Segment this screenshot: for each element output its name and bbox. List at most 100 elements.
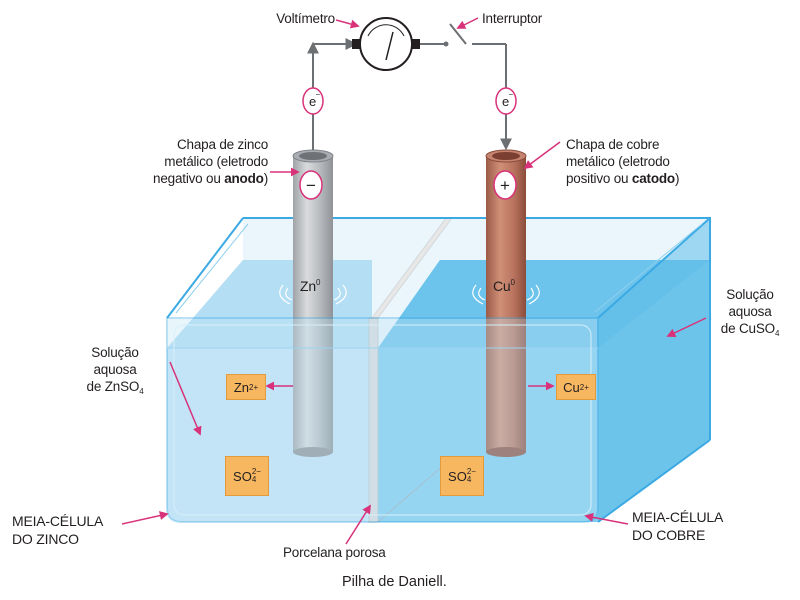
- tank-rim-left: [166, 217, 244, 319]
- sulfate-right-subscript: 4: [466, 475, 472, 484]
- copper-ripple-right-outer: [528, 284, 540, 305]
- zinc-ripple-left-outer: [279, 284, 291, 305]
- pointer-switch: [456, 17, 479, 29]
- electron-left-symbol: e: [309, 94, 316, 109]
- voltmeter: [352, 17, 420, 71]
- label-zinc-plate: Chapa de zinco metálico (eletrodo negati…: [150, 136, 268, 187]
- positive-pole: +: [493, 170, 517, 200]
- voltmeter-scale: [367, 24, 405, 37]
- pointer-znso4: [169, 361, 202, 436]
- voltmeter-terminal-right: [410, 39, 420, 49]
- cu-ion-charge: 2+: [579, 382, 589, 392]
- copper-plate-line-2: metálico (eletrodo: [566, 154, 670, 169]
- zn-ion-symbol: Zn: [233, 379, 250, 395]
- label-porous-porcelain: Porcelana porosa: [283, 545, 386, 560]
- zinc-plate-end: ): [263, 171, 269, 186]
- label-copper-plate: Chapa de cobre metálico (eletrodo positi…: [566, 136, 679, 187]
- negative-pole: −: [299, 170, 323, 200]
- pointer-copper-half-cell: [584, 512, 629, 525]
- zinc-ripple-right-outer: [335, 284, 347, 305]
- electron-right-charge: −: [509, 90, 514, 99]
- plus-sign: +: [500, 176, 510, 195]
- electron-left: e −: [302, 87, 324, 115]
- copper-rod-bottom: [486, 447, 526, 457]
- zinc-plate-line-1: Chapa de zinco: [176, 137, 268, 152]
- voltmeter-dial: [359, 17, 413, 71]
- copper-half-cell-line-1: MEIA-CÉLULA: [632, 509, 724, 525]
- copper-plate-line-3: positivo ou catodo): [566, 170, 679, 187]
- copper-electrode: [485, 149, 527, 457]
- label-voltmeter: Voltímetro: [276, 11, 335, 26]
- label-cuso4-solution: Solução aquosa de CuSO4: [705, 286, 795, 342]
- znso4-line-3: de ZnSO4: [60, 378, 170, 400]
- label-zinc-half-cell: MEIA-CÉLULA DO ZINCO: [12, 512, 103, 548]
- zinc-half-cell-line-2: DO ZINCO: [12, 531, 79, 547]
- tank-rim-inner-right: [594, 223, 703, 313]
- copper-ripple-left: [478, 287, 486, 301]
- zinc-ripple-left: [285, 287, 293, 301]
- wire-switch-lever: [449, 23, 467, 45]
- pointers: [121, 17, 707, 545]
- znso4-line-1: Solução: [91, 345, 139, 360]
- znso4-subscript: 4: [139, 387, 144, 396]
- cu-electrode-charge: 0: [510, 278, 515, 287]
- pointer-copper-plate: [523, 141, 561, 170]
- cu-electrode-symbol: Cu: [493, 278, 511, 294]
- copper-ripple-right: [526, 287, 534, 301]
- zinc-rod-top-hole: [299, 152, 327, 160]
- copper-plate-line-3-text: positivo ou: [566, 171, 632, 186]
- zn-electrode-symbol: Zn: [300, 278, 316, 294]
- zinc-electrode: [292, 149, 334, 457]
- porous-partition-back-edge: [377, 457, 453, 523]
- zinc-plate-line-3: negativo ou anodo): [150, 170, 268, 187]
- label-zn-electrode: Zn0: [300, 274, 320, 295]
- zinc-plate-line-3-text: negativo ou: [153, 171, 225, 186]
- cuso4-line-2: aquosa: [728, 304, 772, 319]
- pointer-porous: [345, 504, 371, 545]
- sulfate-right-symbol: SO: [448, 468, 467, 484]
- cuso4-line-1: Solução: [726, 287, 774, 302]
- copper-plate-line-1: Chapa de cobre: [566, 137, 660, 152]
- sulfate-right-charges: 2−4: [467, 468, 476, 484]
- znso4-formula: de ZnSO: [86, 379, 140, 394]
- copper-rod: [486, 156, 526, 452]
- label-switch: Interruptor: [482, 11, 543, 26]
- switch-pivot: [443, 41, 449, 47]
- voltmeter-terminal-left: [352, 39, 362, 49]
- copper-half-cell-line-2: DO COBRE: [632, 527, 706, 543]
- label-copper-half-cell: MEIA-CÉLULA DO COBRE: [632, 508, 723, 544]
- copper-ripple-left-outer: [472, 284, 484, 305]
- cu-ion-symbol: Cu: [563, 379, 580, 395]
- zn-electrode-charge: 0: [315, 278, 321, 287]
- surface-ripples: [279, 284, 540, 305]
- porous-partition: [368, 317, 379, 523]
- zinc-ripple-right: [333, 287, 341, 301]
- cuso4-formula: de CuSO: [720, 321, 775, 336]
- sulfate-right-charge: 2−: [466, 467, 476, 476]
- electron-right: e −: [495, 87, 517, 115]
- sulfate-left-charge: 2−: [251, 467, 261, 476]
- copper-plate-end: ): [674, 171, 680, 186]
- label-znso4-solution: Solução aquosa de ZnSO4: [60, 344, 170, 400]
- sulfate-left-symbol: SO: [233, 468, 252, 484]
- cuso4-subscript: 4: [774, 329, 780, 338]
- cuso4-line-3: de CuSO4: [705, 320, 795, 342]
- copper-plate-cathode: catodo: [631, 171, 675, 186]
- zinc-rod: [293, 156, 333, 452]
- pointer-zinc-half-cell: [121, 511, 169, 525]
- zinc-rod-bottom: [293, 447, 333, 457]
- zn-ion-charge: 2+: [249, 382, 259, 392]
- zinc-plate-anode: anodo: [224, 171, 264, 186]
- zinc-plate-line-2: metálico (eletrodo: [164, 154, 268, 169]
- minus-sign: −: [306, 176, 316, 195]
- tank-front-highlight: [173, 324, 592, 516]
- tank-bottom-right: [597, 439, 711, 523]
- zinc-half-cell-line-1: MEIA-CÉLULA: [12, 513, 104, 529]
- cuso4-surface: [378, 260, 710, 348]
- pointer-cuso4: [666, 317, 707, 337]
- copper-rod-top-hole: [492, 152, 520, 160]
- pointer-voltmeter: [335, 19, 360, 29]
